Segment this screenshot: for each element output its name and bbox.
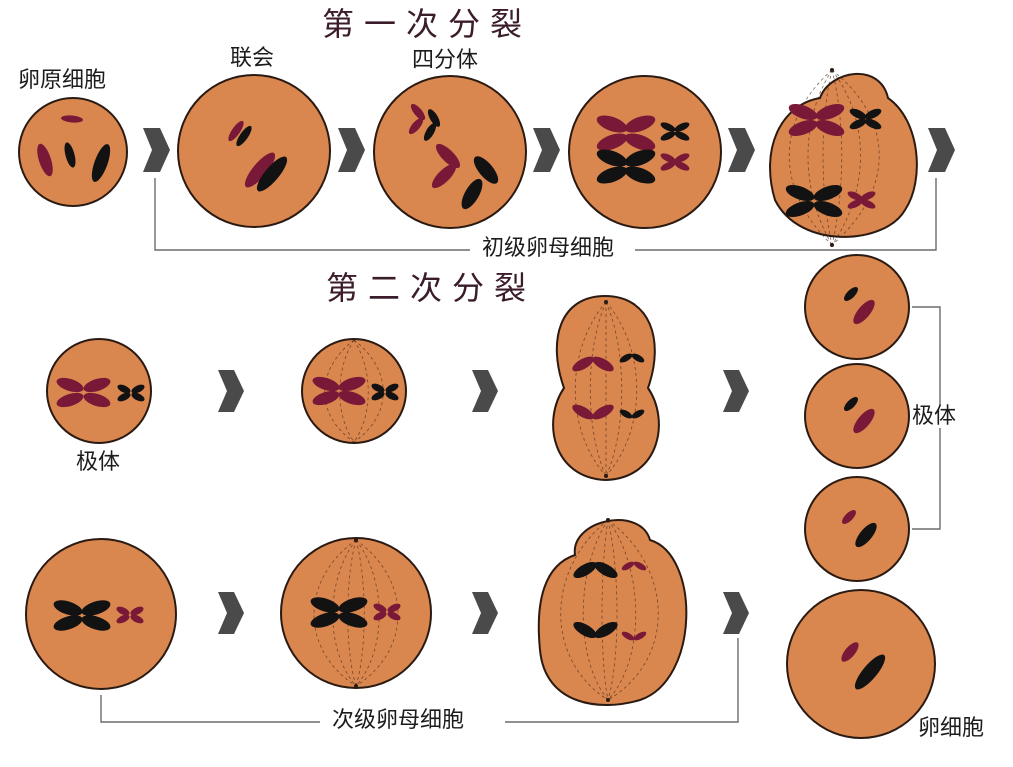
secondary-oocyte-bracket [100, 638, 739, 723]
egg-cell-label: 卵细胞 [918, 716, 985, 741]
oogonium-cell [18, 97, 128, 207]
arrow-right-icon [533, 128, 560, 172]
arrow-right-icon [218, 370, 244, 412]
primary-oocyte-bracket [154, 178, 937, 251]
secondary-oocyte-label: 次级卵母细胞 [328, 710, 469, 732]
arrow-right-icon [723, 370, 749, 412]
arrow-right-icon [728, 128, 755, 172]
synapsis-label: 联会 [230, 46, 275, 71]
second-division-title: 第二次分裂 [326, 269, 537, 307]
anaphase-one-cell [769, 68, 918, 247]
polar-body-cell [46, 338, 152, 444]
tetrad-label: 四分体 [412, 48, 479, 73]
tetrad-cell [373, 75, 527, 229]
arrow-right-icon [472, 592, 498, 634]
polar-body-result-2 [804, 363, 910, 469]
arrow-right-icon [143, 128, 170, 172]
polar-bodies-right-label: 极体 [912, 404, 957, 429]
polar-body-left-label: 极体 [76, 450, 121, 475]
arrow-right-icon [338, 128, 365, 172]
arrow-right-icon [928, 128, 955, 172]
secondary-oocyte-anaphase-cell [537, 518, 688, 706]
oogonium-label: 卵原细胞 [18, 68, 107, 93]
polar-body-anaphase-cell [552, 294, 660, 482]
primary-oocyte-label: 初级卵母细胞 [478, 238, 619, 260]
arrow-right-icon [472, 370, 498, 412]
polar-body-result-3 [804, 476, 910, 582]
polar-body-metaphase-cell [301, 338, 407, 444]
polar-body-result-1 [804, 254, 910, 360]
metaphase-one-cell [568, 75, 722, 229]
arrow-right-icon [218, 592, 244, 634]
egg-cell [786, 589, 936, 739]
first-division-title: 第一次分裂 [322, 5, 533, 43]
arrow-right-icon [723, 592, 749, 634]
secondary-oocyte-cell [25, 538, 177, 690]
secondary-oocyte-metaphase-cell [280, 537, 432, 689]
synapsis-cell [177, 74, 331, 228]
